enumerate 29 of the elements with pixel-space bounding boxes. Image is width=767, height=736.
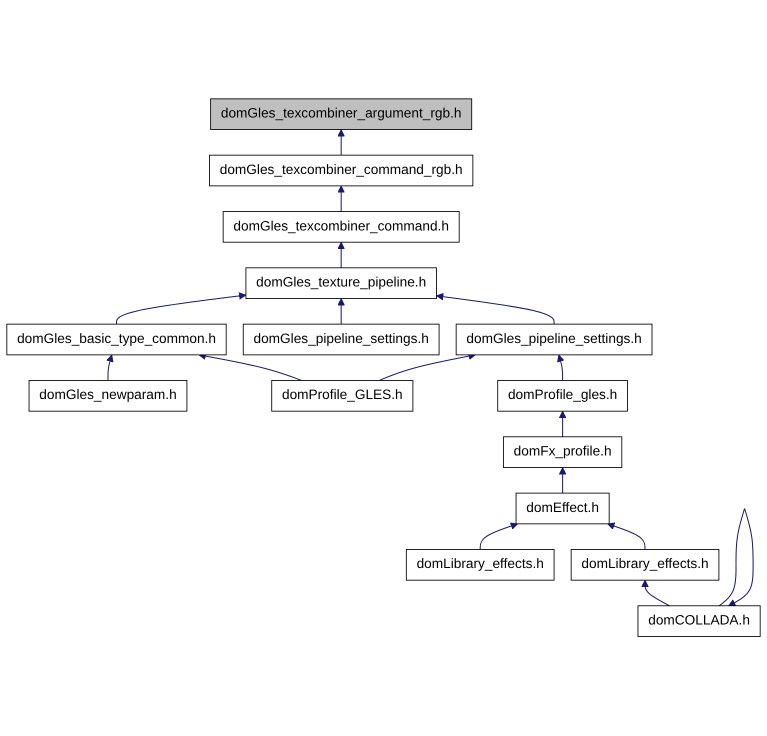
node-box: domGles_texture_pipeline.h: [245, 268, 437, 300]
arrow: [641, 580, 670, 607]
node-box: domEffect.h: [516, 493, 610, 525]
arrow: [337, 130, 345, 156]
arrow: [558, 411, 566, 438]
node-box: domGles_texcombiner_command_rgb.h: [209, 155, 474, 187]
arrow: [557, 354, 564, 381]
arrow: [718, 508, 754, 607]
node-box: domLibrary_effects.h: [570, 549, 720, 581]
arrow: [337, 298, 345, 324]
arrow: [337, 242, 345, 268]
node-box: domGles_pipeline_settings.h: [456, 324, 652, 356]
node-box: domGles_texcombiner_argument_rgb.h: [210, 98, 472, 130]
node-box: domFx_profile.h: [503, 436, 622, 468]
arrow: [106, 354, 114, 381]
node-box: domGles_texcombiner_command.h: [222, 211, 460, 243]
node-box: domProfile_GLES.h: [271, 380, 414, 412]
node-box: domGles_basic_type_common.h: [6, 324, 227, 356]
node-box: domLibrary_effects.h: [406, 549, 554, 581]
arrow: [607, 522, 646, 550]
arrow: [480, 522, 518, 550]
arrow: [337, 186, 345, 212]
node-box: domGles_newparam.h: [28, 380, 188, 412]
node-box: domCOLLADA.h: [638, 606, 761, 638]
node-box: domProfile_gles.h: [497, 380, 628, 412]
arrow: [116, 292, 246, 324]
node-box: domGles_pipeline_settings.h: [242, 324, 440, 356]
arrow: [558, 468, 566, 494]
arrow: [436, 293, 555, 324]
